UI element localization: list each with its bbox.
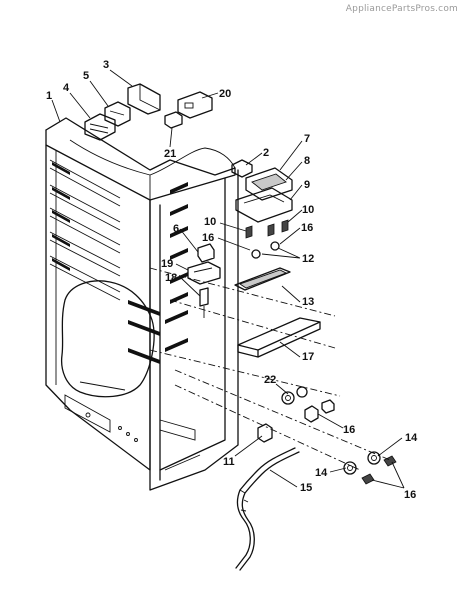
callout-16-left: 16 (202, 232, 214, 244)
callout-9: 9 (304, 179, 310, 191)
part-3-cover (127, 83, 161, 115)
callout-8: 8 (304, 155, 310, 167)
leader-lines (51, 69, 405, 489)
part-10-screws (245, 219, 289, 239)
shelf-rails-left (49, 159, 121, 301)
callout-17: 17 (302, 351, 314, 363)
part-17-cover-plate (237, 317, 321, 358)
part-18-sensor (199, 287, 209, 318)
callout-11: 11 (223, 456, 235, 468)
callout-12: 12 (302, 253, 314, 265)
callout-19: 19 (161, 258, 173, 270)
callout-16-mid: 16 (343, 424, 355, 436)
callout-labels: 1 4 5 3 20 21 2 7 8 9 10 10 16 16 6 12 1… (46, 59, 418, 501)
part-6-knob (197, 243, 215, 263)
part-9-light-shield (235, 187, 293, 223)
callout-22: 22 (264, 374, 276, 386)
callout-15: 15 (300, 482, 312, 494)
callout-10-right: 10 (302, 204, 314, 216)
callout-16-right: 16 (301, 222, 313, 234)
part-16-clips (304, 399, 335, 423)
callout-14-right: 14 (405, 432, 418, 444)
part-19-thermostat (187, 261, 221, 285)
callout-21: 21 (164, 148, 176, 160)
part-20-damper (177, 91, 213, 119)
part-7-8-light-housing (245, 167, 293, 201)
callout-7: 7 (304, 133, 310, 145)
callout-2: 2 (263, 147, 269, 159)
part-5-housing (104, 101, 131, 127)
callout-10-left: 10 (204, 216, 216, 228)
callout-4: 4 (63, 82, 70, 94)
callout-1: 1 (46, 90, 52, 102)
callout-6: 6 (173, 223, 179, 235)
callout-14-left: 14 (315, 467, 328, 479)
callout-18: 18 (165, 272, 177, 284)
part-11-plug (257, 423, 273, 443)
callout-13: 13 (302, 296, 314, 308)
part-22-grommet (281, 386, 308, 405)
part-15-drain-tube (235, 447, 300, 571)
part-2-lamp-socket (231, 159, 253, 178)
callout-16-lower: 16 (404, 489, 416, 501)
part-14-grommets (343, 451, 381, 475)
callout-5: 5 (83, 70, 89, 82)
freezer-liner (45, 117, 239, 491)
part-21-connector (164, 111, 183, 129)
callout-20: 20 (219, 88, 231, 100)
shelf-rails-right (128, 182, 188, 364)
callout-3: 3 (103, 59, 109, 71)
watermark-text: AppliancePartsPros.com (345, 4, 458, 14)
part-4-bracket (84, 113, 116, 141)
liner-cutout (60, 280, 155, 398)
part-13-light-shield (234, 267, 291, 291)
part-12-bulbs (251, 241, 280, 259)
